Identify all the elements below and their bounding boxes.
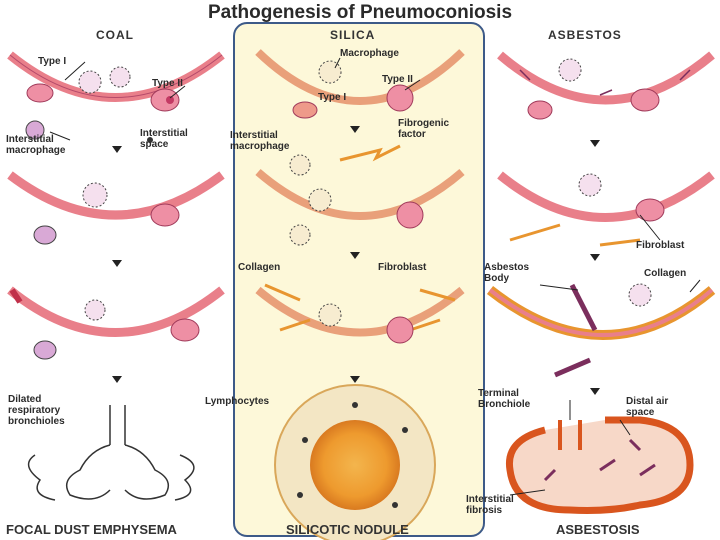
label-asbestos-collagen: Collagen [644,268,686,279]
label-asbestos-interstitial-fibrosis: Interstitial fibrosis [466,494,514,516]
label-silica-macrophage: Macrophage [340,48,399,59]
silica-alveolus-stage-2 [258,172,462,245]
silicotic-nodule [275,385,435,540]
footer-focal-dust-emphysema: FOCAL DUST EMPHYSEMA [6,522,177,537]
silica-arrow-2 [350,252,360,259]
asbestos-alveolus-stage-3 [490,284,712,375]
coal-alveolus-stage-2 [10,175,222,244]
asbestos-arrow-3 [590,388,600,395]
label-silica-fibroblast: Fibroblast [378,262,426,273]
coal-alveolus-stage-3 [10,290,222,359]
label-silica-collagen: Collagen [238,262,280,273]
label-silica-type-2: Type II [382,74,413,85]
silica-arrow-3 [350,376,360,383]
label-coal-interstitial-macrophage: Interstitial macrophage [6,134,65,156]
coal-arrow-2 [112,260,122,267]
silica-alveolus-stage-3 [258,285,462,343]
asbestos-arrow-1 [590,140,600,147]
label-silica-type-1: Type I [318,92,346,103]
silica-alveolus-stage-1 [258,52,462,175]
silica-arrow-1 [350,126,360,133]
footer-asbestosis: ASBESTOSIS [556,522,640,537]
label-asbestos-fibroblast: Fibroblast [636,240,684,251]
asbestos-arrow-2 [590,254,600,261]
label-silica-lymphocytes: Lymphocytes [205,396,269,407]
label-asbestos-body: Asbestos Body [484,262,529,284]
label-coal-dilated-bronchioles: Dilated respiratory bronchioles [8,394,65,427]
asbestos-alveolus-stage-1 [500,55,712,119]
asbestosis-bronchiole [509,420,690,510]
asbestos-alveolus-stage-2 [500,174,712,245]
label-asbestos-distal-air-space: Distal air space [626,396,668,418]
label-asbestos-terminal-bronchiole: Terminal Bronchiole [478,388,530,410]
label-silica-interstitial-macrophage: Interstitial macrophage [230,130,289,152]
footer-silicotic-nodule: SILICOTIC NODULE [286,522,409,537]
coal-alveolus-stage-1 [10,55,222,143]
coal-arrow-3 [112,376,122,383]
coal-arrow-1 [112,146,122,153]
label-coal-interstitial-space: Interstitial space [140,128,188,150]
label-silica-fibrogenic-factor: Fibrogenic factor [398,118,449,140]
label-coal-type-1: Type I [38,56,66,67]
label-coal-type-2: Type II [152,78,183,89]
